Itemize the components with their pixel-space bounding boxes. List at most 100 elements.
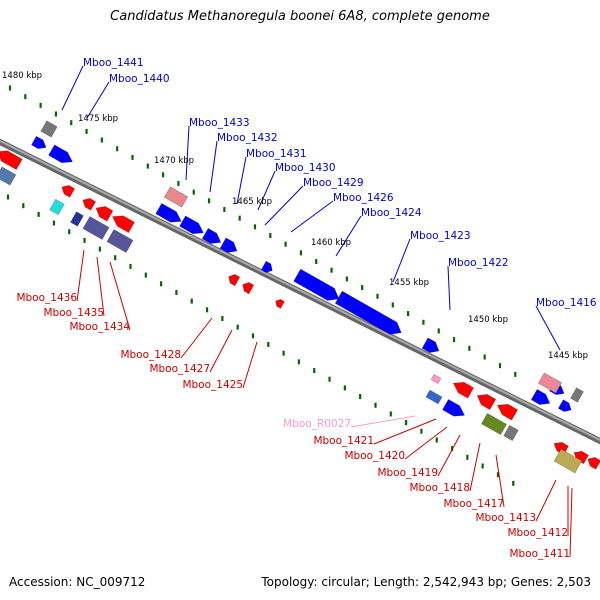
reverse-gene bbox=[228, 274, 241, 287]
feature-block bbox=[503, 424, 519, 442]
reverse-gene bbox=[242, 282, 255, 295]
forward-gene-label: Mboo_1416 bbox=[536, 297, 597, 309]
forward-gene-label-leader bbox=[86, 81, 110, 119]
forward-gene-label: Mboo_1422 bbox=[448, 257, 509, 269]
reverse-gene-label-leader bbox=[76, 249, 85, 302]
forward-gene-label-leader bbox=[447, 265, 451, 311]
forward-gene bbox=[293, 268, 340, 301]
forward-gene-label-leader bbox=[264, 185, 304, 226]
reverse-gene bbox=[61, 185, 76, 198]
feature-block bbox=[570, 387, 584, 403]
feature-block bbox=[537, 372, 563, 394]
forward-gene bbox=[31, 135, 47, 150]
reverse-gene-label-leader bbox=[569, 487, 573, 558]
forward-gene-label-leader bbox=[257, 170, 276, 211]
kbp-label: 1480 kbp bbox=[2, 71, 42, 81]
forward-gene bbox=[219, 237, 238, 253]
reverse-gene-label: Mboo_1428 bbox=[120, 349, 181, 361]
feature-block bbox=[553, 448, 583, 474]
kbp-label: 1475 kbp bbox=[78, 114, 118, 124]
kbp-label: 1465 kbp bbox=[232, 197, 272, 207]
feature-block bbox=[82, 216, 110, 240]
feature-block bbox=[425, 389, 443, 405]
reverse-gene-label-leader bbox=[404, 426, 448, 460]
kbp-label: 1470 kbp bbox=[154, 156, 194, 166]
reverse-gene-label: Mboo_1427 bbox=[149, 363, 210, 375]
reverse-gene-label-leader bbox=[242, 341, 258, 389]
forward-gene-label-leader bbox=[236, 156, 247, 205]
feature-block bbox=[163, 186, 189, 208]
forward-gene-label: Mboo_1426 bbox=[333, 192, 394, 204]
reverse-gene-label-leader bbox=[495, 454, 505, 508]
reverse-gene bbox=[0, 150, 23, 171]
kbp-label: 1450 kbp bbox=[468, 315, 508, 325]
forward-gene bbox=[334, 290, 402, 335]
reverse-gene-label: Mboo_1421 bbox=[313, 435, 374, 447]
reverse-gene-label: Mboo_1412 bbox=[507, 527, 568, 539]
forward-gene bbox=[530, 388, 551, 405]
feature-block bbox=[0, 166, 17, 186]
kbp-label: 1455 kbp bbox=[389, 278, 429, 288]
reverse-gene-label: Mboo_1435 bbox=[43, 307, 104, 319]
forward-gene-label-leader bbox=[535, 305, 561, 351]
forward-gene-label-leader bbox=[61, 65, 84, 111]
reverse-gene-label-leader bbox=[535, 479, 557, 522]
feature-block bbox=[40, 120, 58, 138]
forward-gene bbox=[557, 399, 572, 412]
reverse-gene bbox=[452, 381, 475, 399]
topology-label: Topology: circular; Length: 2,542,943 bp… bbox=[261, 575, 591, 589]
reverse-gene-label: Mboo_1425 bbox=[182, 379, 243, 391]
forward-gene-label: Mboo_1433 bbox=[189, 117, 250, 129]
forward-gene bbox=[201, 227, 222, 244]
forward-gene-label-leader bbox=[392, 238, 411, 283]
backbone-highlight bbox=[0, 139, 600, 442]
reverse-gene-label-leader bbox=[109, 261, 131, 331]
feature-block bbox=[106, 229, 134, 253]
reverse-gene-label: Mboo_1434 bbox=[69, 321, 130, 333]
reverse-gene bbox=[496, 403, 519, 421]
forward-gene-label: Mboo_1430 bbox=[275, 162, 336, 174]
reverse-gene bbox=[573, 450, 589, 465]
reverse-gene-label-leader bbox=[180, 317, 213, 359]
reverse-gene-label-leader bbox=[96, 256, 105, 317]
accession-label: Accession: NC_009712 bbox=[9, 575, 146, 589]
kbp-label: 1445 kbp bbox=[548, 351, 588, 361]
forward-gene-label-leader bbox=[185, 125, 190, 181]
reverse-gene-label: Mboo_1420 bbox=[344, 450, 405, 462]
reverse-gene bbox=[587, 457, 600, 470]
reverse-gene-label-leader bbox=[373, 418, 437, 445]
reverse-gene-label-leader bbox=[209, 329, 233, 373]
reverse-gene bbox=[111, 215, 135, 234]
reverse-gene-label: Mboo_1436 bbox=[16, 292, 77, 304]
reverse-gene-label: Mboo_1419 bbox=[377, 467, 438, 479]
forward-gene bbox=[442, 398, 466, 417]
feature-block bbox=[481, 412, 507, 436]
forward-gene bbox=[48, 144, 73, 164]
forward-gene-label-leader bbox=[335, 215, 362, 257]
reverse-gene-label: Mboo_1411 bbox=[509, 548, 570, 560]
feature-block bbox=[70, 211, 84, 227]
reverse-gene bbox=[476, 394, 497, 411]
forward-gene-label-leader bbox=[209, 140, 218, 193]
forward-gene bbox=[421, 337, 440, 353]
forward-gene-label: Mboo_1423 bbox=[410, 230, 471, 242]
reverse-gene bbox=[82, 198, 97, 211]
reverse-gene-label-leader bbox=[437, 434, 461, 477]
forward-gene-label: Mboo_1431 bbox=[246, 148, 307, 160]
reverse-gene-label: Mboo_1418 bbox=[409, 482, 470, 494]
map-title: Candidatus Methanoregula boonei 6A8, com… bbox=[110, 9, 490, 24]
reverse-gene bbox=[275, 298, 285, 309]
kbp-label: 1460 kbp bbox=[311, 238, 351, 248]
forward-gene bbox=[155, 202, 182, 223]
reverse-gene-label-leader bbox=[469, 442, 481, 492]
reverse-gene bbox=[95, 206, 114, 222]
feature-block bbox=[49, 198, 65, 216]
forward-gene-label: Mboo_1429 bbox=[303, 177, 364, 189]
forward-gene-label: Mboo_1440 bbox=[109, 73, 170, 85]
reverse-gene-label-leader bbox=[350, 415, 416, 428]
feature-block bbox=[430, 374, 442, 384]
forward-gene-label: Mboo_1424 bbox=[361, 207, 422, 219]
reverse-gene-label: Mboo_1413 bbox=[475, 512, 536, 524]
forward-gene-label: Mboo_1432 bbox=[217, 132, 278, 144]
